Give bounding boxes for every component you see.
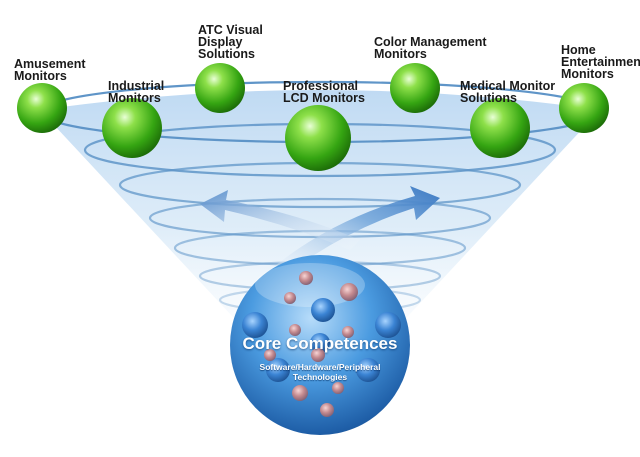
red-bubble <box>342 326 354 338</box>
label-industrial-monitors: Industrial Monitors <box>108 79 165 105</box>
funnel-cone <box>40 90 600 340</box>
red-bubble <box>320 403 334 417</box>
label-home-entertainment-monitors: Home Entertainment Monitors <box>561 43 640 81</box>
sphere-home <box>559 83 609 133</box>
rising-arrow-right <box>270 186 440 278</box>
sphere-amusement <box>17 83 67 133</box>
red-bubble <box>284 292 296 304</box>
core-highlight <box>255 263 365 307</box>
sphere-atc <box>195 63 245 113</box>
label-amusement-monitors: Amusement Monitors <box>14 57 86 83</box>
blue-bubble <box>266 358 290 382</box>
sphere-color <box>390 63 440 113</box>
red-bubble <box>332 382 344 394</box>
rising-arrow-left <box>200 190 360 250</box>
label-atc-visual-display-solutions: ATC Visual Display Solutions <box>198 23 263 61</box>
red-bubble <box>289 324 301 336</box>
label-color-management-monitors: Color Management Monitors <box>374 35 487 61</box>
core-bubbles <box>242 271 401 417</box>
sphere-professional <box>285 105 351 171</box>
blue-bubble <box>311 298 335 322</box>
red-bubble <box>264 349 276 361</box>
red-bubble <box>299 271 313 285</box>
product-spheres <box>17 63 609 171</box>
red-bubble <box>340 283 358 301</box>
blue-bubble <box>310 333 330 353</box>
red-bubble <box>311 348 325 362</box>
red-bubble <box>292 385 308 401</box>
blue-bubble <box>356 358 380 382</box>
blue-bubble <box>242 312 268 338</box>
label-medical-monitor-solutions: Medical Monitor Solutions <box>460 79 556 105</box>
core-subtitle: Software/Hardware/Peripheral Technologie… <box>230 362 410 382</box>
blue-bubble <box>375 312 401 338</box>
sphere-industrial <box>102 98 162 158</box>
core-title: Core Competences <box>242 334 398 353</box>
core-subtitle-text: Software/Hardware/Peripheral Technologie… <box>259 362 381 382</box>
sphere-medical <box>470 98 530 158</box>
label-professional-lcd-monitors: Professional LCD Monitors <box>283 79 365 105</box>
